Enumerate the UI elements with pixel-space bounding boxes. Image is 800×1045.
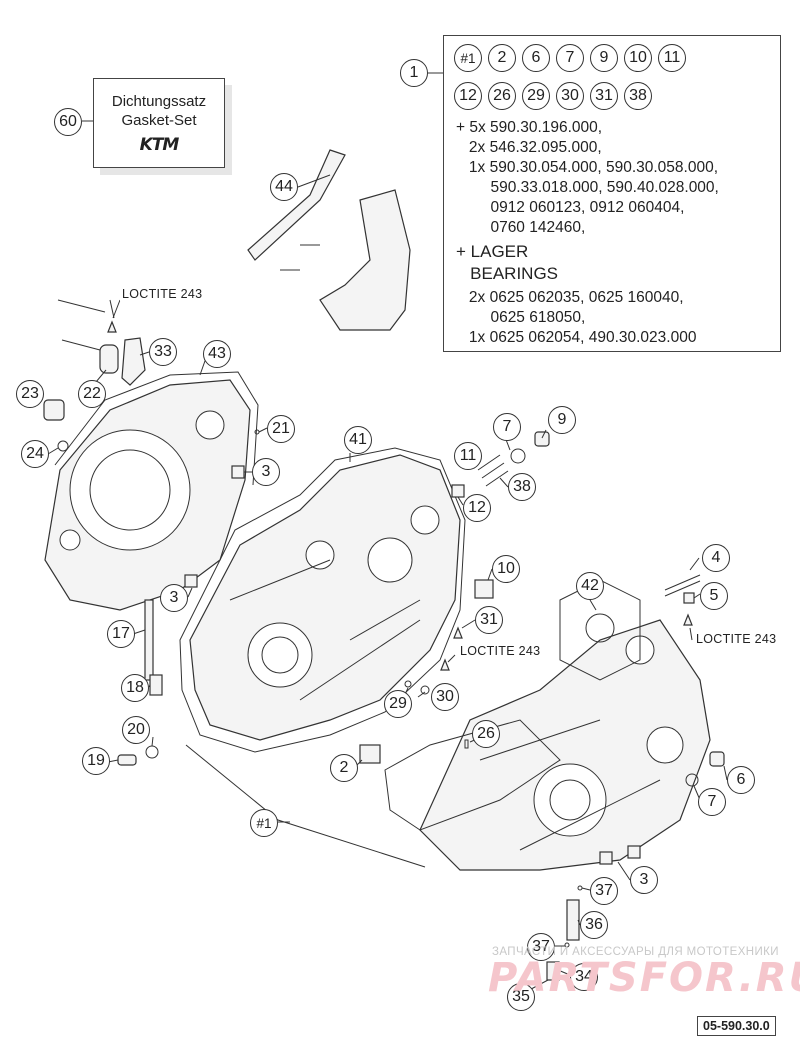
callout-60: 60 <box>54 108 82 136</box>
plug-6 <box>709 751 725 767</box>
callout-34: 34 <box>570 963 598 991</box>
gasket-set-title-en: Gasket-Set <box>121 112 197 129</box>
callout-42: 42 <box>576 572 604 600</box>
callout-19: 19 <box>82 747 110 775</box>
callout: 12 <box>454 82 482 110</box>
callout-29: 29 <box>384 690 412 718</box>
callout-1: 1 <box>400 59 428 87</box>
callout-22: 22 <box>78 380 106 408</box>
callout-17: 17 <box>107 620 135 648</box>
callout-4: 4 <box>702 544 730 572</box>
lever-33 <box>121 337 146 386</box>
gasket-41 <box>179 447 466 753</box>
callout: 10 <box>624 44 652 72</box>
ktm-logo: KTM <box>139 135 180 155</box>
callout: #1 <box>454 44 482 72</box>
kit-row-2: 12 26 29 30 31 38 <box>454 82 652 110</box>
callout-30: 30 <box>431 683 459 711</box>
callout: 11 <box>658 44 686 72</box>
callout-21: 21 <box>267 415 295 443</box>
callout-44: 44 <box>270 173 298 201</box>
callout: 38 <box>624 82 652 110</box>
bracket-44 <box>247 149 346 261</box>
callout-9: 9 <box>548 406 576 434</box>
callout: 29 <box>522 82 550 110</box>
callout-38: 38 <box>508 473 536 501</box>
callout-11: 11 <box>454 442 482 470</box>
callout: 6 <box>522 44 550 72</box>
kit-line: 1x 0625 062054, 490.30.023.000 <box>456 329 697 346</box>
bush-10 <box>474 579 494 599</box>
screw-5 <box>683 592 695 604</box>
callout-37: 37 <box>590 877 618 905</box>
callout: 7 <box>556 44 584 72</box>
kit-line: 590.33.018.000, 590.40.028.000, <box>456 179 719 196</box>
callout-24: 24 <box>21 440 49 468</box>
watermark-tagline: ЗАПЧАСТИ И АКСЕССУАРЫ ДЛЯ МОТОТЕХНИКИ <box>492 946 779 958</box>
callout-3: 3 <box>160 584 188 612</box>
callout-20: 20 <box>122 716 150 744</box>
screw-35 <box>546 961 560 981</box>
kit-row-1: #1 2 6 7 9 10 11 <box>454 44 686 72</box>
gasket-set-title-de: Dichtungssatz <box>111 93 207 110</box>
spring-36 <box>566 899 580 941</box>
callout-37: 37 <box>527 933 555 961</box>
callout-33: 33 <box>149 338 177 366</box>
kit-line: 0625 618050, <box>456 309 586 326</box>
callout: 9 <box>590 44 618 72</box>
callout: 31 <box>590 82 618 110</box>
callout-41: 41 <box>344 426 372 454</box>
loctite-label: LOCTITE 243 <box>120 287 205 301</box>
callout-26: 26 <box>472 720 500 748</box>
callout-3: 3 <box>630 866 658 894</box>
loctite-label: LOCTITE 243 <box>458 644 543 658</box>
kit-line: 0760 142460, <box>456 219 586 236</box>
callout-18: 18 <box>121 674 149 702</box>
callout: 26 <box>488 82 516 110</box>
bush-2 <box>359 744 381 764</box>
watermark-logo: PARTSFOR.RU <box>488 955 800 1001</box>
kit-line: 2x 0625 062035, 0625 160040, <box>456 289 684 306</box>
screw-plug-22 <box>99 344 119 374</box>
callout-7: 7 <box>698 788 726 816</box>
callout-36: 36 <box>580 911 608 939</box>
pin-17 <box>144 599 154 681</box>
bush-3a <box>231 465 245 479</box>
callout-10: 10 <box>492 555 520 583</box>
callout-31: 31 <box>475 606 503 634</box>
crankcase-right <box>419 619 711 871</box>
callout-2: 2 <box>330 754 358 782</box>
bush-3c <box>599 851 613 865</box>
callout-3: 3 <box>252 458 280 486</box>
callout-7: 7 <box>493 413 521 441</box>
kit-line: + 5x 590.30.196.000, <box>456 119 603 136</box>
callout-kit-1: #1 <box>250 809 278 837</box>
plug-9 <box>534 431 550 447</box>
kit-line: 0912 060123, 0912 060404, <box>456 199 685 216</box>
kit-contents-box: #1 2 6 7 9 10 11 12 26 29 30 31 38 + 5x … <box>443 35 781 352</box>
kit-line: 2x 546.32.095.000, <box>456 139 602 156</box>
callout-23: 23 <box>16 380 44 408</box>
spring-18 <box>149 674 163 696</box>
kit-line: 1x 590.30.054.000, 590.30.058.000, <box>456 159 719 176</box>
callout-12: 12 <box>463 494 491 522</box>
callout: 2 <box>488 44 516 72</box>
callout-35: 35 <box>507 983 535 1011</box>
screw-19 <box>117 754 137 766</box>
gasket-26 <box>384 719 561 831</box>
frame-piece <box>319 189 411 331</box>
callout: 30 <box>556 82 584 110</box>
callout-5: 5 <box>700 582 728 610</box>
callout-6: 6 <box>727 766 755 794</box>
kit-line: BEARINGS <box>456 264 559 283</box>
oil-plug-23 <box>43 399 65 421</box>
loctite-label: LOCTITE 243 <box>694 632 779 646</box>
bush-3b <box>184 574 198 588</box>
drawing-code: 05-590.30.0 <box>697 1016 776 1036</box>
callout-43: 43 <box>203 340 231 368</box>
kit-line: + LAGER <box>456 242 529 261</box>
gasket-set-box: Dichtungssatz Gasket-Set KTM <box>93 78 225 168</box>
